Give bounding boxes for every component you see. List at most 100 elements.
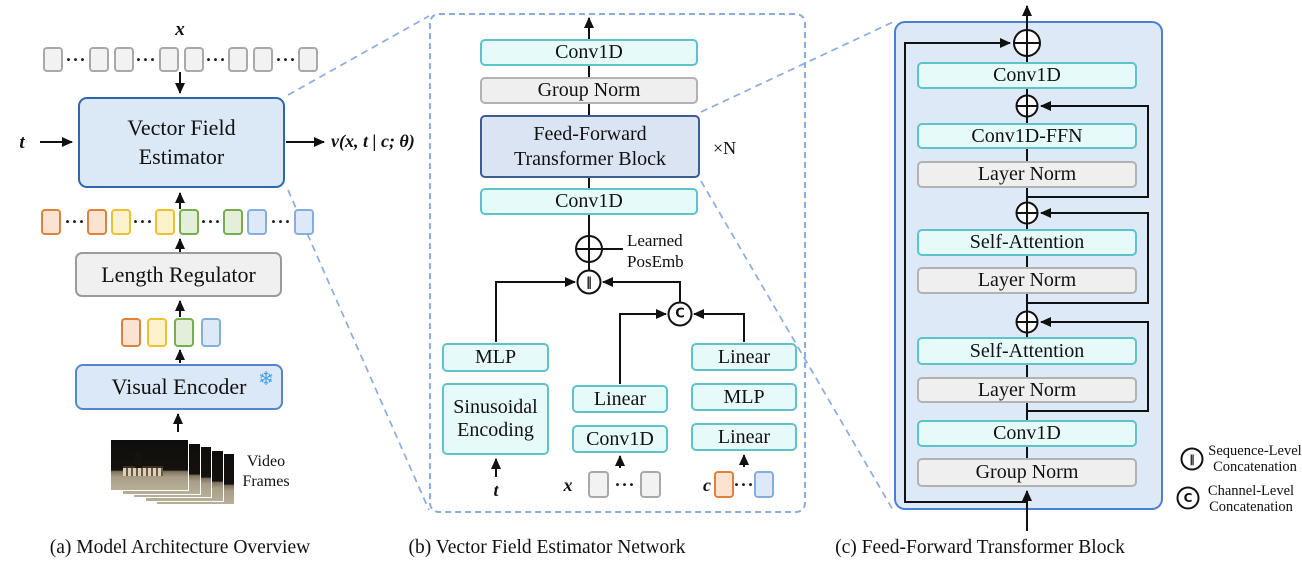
conv1d-box: Conv1D xyxy=(917,62,1137,89)
conv1d-ffn-box: Conv1D-FFN xyxy=(917,123,1137,149)
linear-label: Linear xyxy=(717,345,771,368)
x-input-label-b: x xyxy=(563,475,573,495)
self-attention-box: Self-Attention xyxy=(917,337,1137,365)
caption-b: (b) Vector Field Estimator Network xyxy=(408,537,686,558)
conv1d-label: Conv1D xyxy=(586,427,654,450)
conv1d-label: Conv1D xyxy=(555,190,623,212)
group-norm-box: Group Norm xyxy=(480,77,698,104)
ellipsis-dots: ··· xyxy=(65,49,87,70)
fft-line2: Transformer Block xyxy=(513,147,667,170)
gray-token xyxy=(588,471,609,498)
conv1d-label: Conv1D xyxy=(993,64,1061,86)
orange-token xyxy=(41,209,61,235)
green-token xyxy=(174,318,194,347)
linear-box: Linear xyxy=(691,343,797,371)
gray-token xyxy=(228,47,248,72)
video-frame-front xyxy=(110,439,189,491)
output-vector-label: v(x, t | c; θ) xyxy=(331,131,415,151)
caption-a: (a) Model Architecture Overview xyxy=(49,537,311,558)
visual-encoder-label: Visual Encoder xyxy=(111,374,247,400)
video-frames-line2: Frames xyxy=(242,473,290,490)
mlp-label: MLP xyxy=(474,346,517,368)
conv1d-box: Conv1D xyxy=(917,420,1137,447)
repeat-n-label: ×N xyxy=(713,138,737,158)
mlp-box: MLP xyxy=(691,383,797,411)
posemb-line2: PosEmb xyxy=(627,252,684,272)
green-token xyxy=(179,209,199,235)
ellipsis-dots: ··· xyxy=(614,474,636,495)
green-token xyxy=(223,209,243,235)
self-attention-box: Self-Attention xyxy=(917,229,1137,256)
length-regulator-box: Length Regulator xyxy=(75,252,282,297)
legend-chan-line1: Channel-Level xyxy=(1207,483,1295,499)
mlp-box: MLP xyxy=(442,343,549,372)
group-norm-label: Group Norm xyxy=(537,79,641,101)
layer-norm-label: Layer Norm xyxy=(977,163,1077,185)
gray-token xyxy=(89,47,109,72)
gray-token xyxy=(114,47,134,72)
ellipsis-dots: ··· xyxy=(205,49,227,70)
yellow-token xyxy=(155,209,175,235)
marimba-shape xyxy=(123,466,163,476)
video-frames-stack xyxy=(110,439,241,508)
orange-token xyxy=(87,209,107,235)
video-frames-line1: Video xyxy=(246,453,286,470)
layer-norm-label: Layer Norm xyxy=(977,378,1077,401)
legend-channel-concat: Channel-Level Concatenation xyxy=(1201,483,1301,516)
posemb-line1: Learned xyxy=(627,231,683,250)
yellow-token xyxy=(111,209,131,235)
ellipsis-dots: ··· xyxy=(270,211,292,232)
caption-c: (c) Feed-Forward Transformer Block xyxy=(835,537,1125,558)
t-input-label-b: t xyxy=(493,480,499,500)
layer-norm-box: Layer Norm xyxy=(917,267,1137,294)
orange-token xyxy=(121,318,141,347)
visual-encoder-box: Visual Encoder ❄ xyxy=(75,364,283,410)
sinusoidal-line2: Encoding xyxy=(457,419,534,441)
layer-norm-label: Layer Norm xyxy=(977,269,1077,291)
legend-sequence-concat: Sequence-Level Concatenation xyxy=(1205,443,1302,476)
blue-token xyxy=(294,209,314,235)
length-regulator-label: Length Regulator xyxy=(101,261,256,287)
layer-norm-box: Layer Norm xyxy=(917,377,1137,403)
group-norm-box: Group Norm xyxy=(917,458,1137,487)
conv1d-box: Conv1D xyxy=(572,425,668,453)
vfe-line2: Estimator xyxy=(138,143,225,169)
blue-token xyxy=(754,471,774,498)
sinusoidal-line1: Sinusoidal xyxy=(453,396,538,418)
gray-token xyxy=(298,47,318,72)
blue-token xyxy=(201,318,221,347)
ellipsis-dots: ··· xyxy=(135,49,157,70)
blue-token xyxy=(247,209,267,235)
gray-token xyxy=(640,471,661,498)
layer-norm-box: Layer Norm xyxy=(917,161,1137,188)
mlp-label: MLP xyxy=(723,385,765,408)
vfe-line1: Vector Field xyxy=(127,114,236,140)
ellipsis-dots: ··· xyxy=(132,211,154,232)
ellipsis-dots: ··· xyxy=(733,474,755,495)
conv1d-label: Conv1D xyxy=(555,41,623,63)
group-norm-label: Group Norm xyxy=(975,461,1079,483)
linear-label: Linear xyxy=(717,425,771,448)
channel-concat-glyph: C xyxy=(675,306,685,322)
conv1d-box: Conv1D xyxy=(480,39,698,66)
video-frames-caption: Video Frames xyxy=(236,452,296,492)
legend-channel-concat-glyph: C xyxy=(1183,491,1193,505)
conv1d-ffn-label: Conv1D-FFN xyxy=(971,124,1083,147)
learned-posemb-label: Learned PosEmb xyxy=(627,230,707,273)
person-silhouette xyxy=(135,452,142,468)
fft-line1: Feed-Forward xyxy=(533,122,647,145)
linear-box: Linear xyxy=(691,423,797,451)
legend-seq-line1: Sequence-Level xyxy=(1208,443,1302,459)
gray-token xyxy=(253,47,273,72)
orange-token xyxy=(714,471,734,498)
ellipsis-dots: ··· xyxy=(275,49,297,70)
legend-sequence-concat-glyph: ‖ xyxy=(1189,452,1195,466)
sequence-concat-glyph: ‖ xyxy=(586,275,592,289)
legend-seq-line2: Concatenation xyxy=(1213,458,1297,475)
self-attention-label: Self-Attention xyxy=(969,339,1085,362)
vector-field-estimator-box: Vector Field Estimator xyxy=(78,97,285,188)
snowflake-icon: ❄ xyxy=(258,368,274,390)
self-attention-label: Self-Attention xyxy=(969,231,1085,253)
legend-chan-line2: Concatenation xyxy=(1209,498,1293,515)
